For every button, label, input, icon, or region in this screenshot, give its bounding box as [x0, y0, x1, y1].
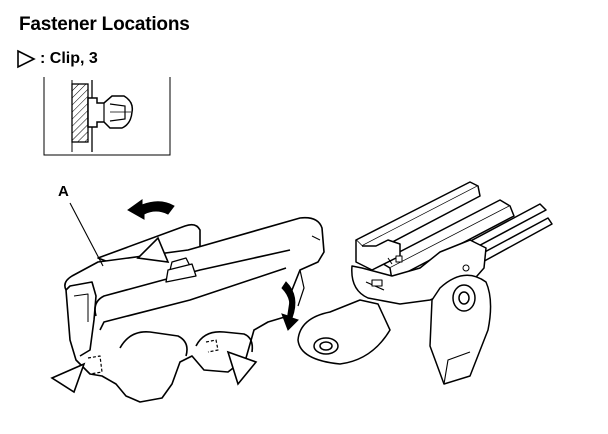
page-title: Fastener Locations	[19, 14, 190, 35]
callout-label-a: A	[58, 183, 69, 200]
legend: : Clip, 3	[16, 48, 98, 70]
clip-marker-triangle-icon	[50, 362, 86, 394]
direction-arrow-icon	[127, 199, 175, 220]
clip-detail-inset	[43, 77, 171, 156]
rotation-arrow-icon	[281, 281, 299, 331]
clip-marker-triangle-icon	[136, 236, 170, 263]
seat-rail-bracket	[297, 181, 553, 385]
legend-label: : Clip, 3	[40, 50, 98, 67]
clip-marker-triangle-icon	[226, 350, 258, 386]
cover-part-a	[64, 216, 325, 403]
callout-a-leader	[69, 202, 104, 267]
open-triangle-icon	[17, 49, 36, 69]
